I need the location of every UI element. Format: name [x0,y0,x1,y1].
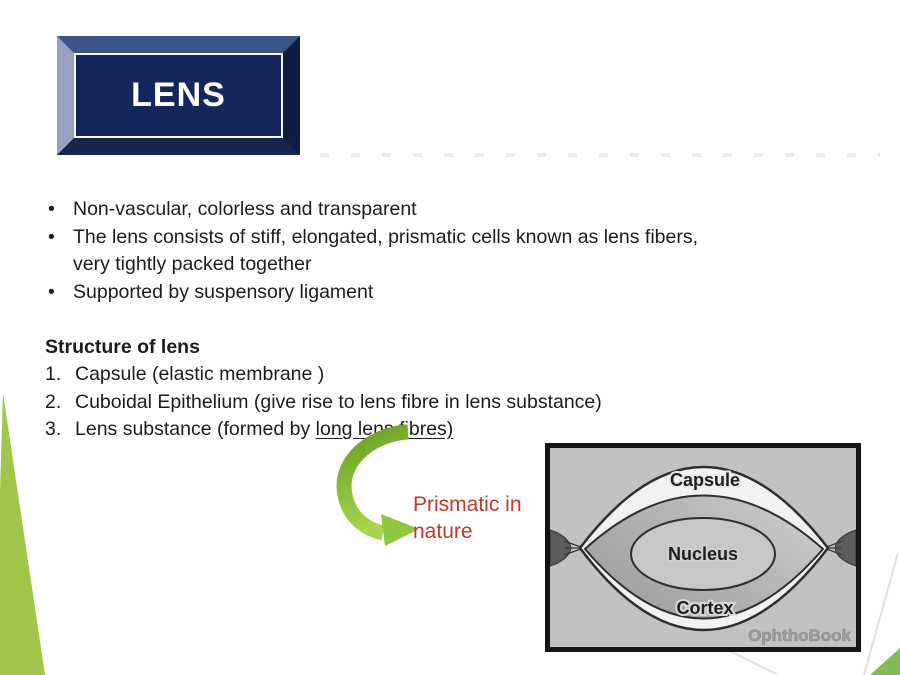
item-text: Capsule (elastic membrane ) [75,361,324,389]
bullet-marker: • [48,225,55,248]
numbered-item: 1. Capsule (elastic membrane ) [45,361,705,389]
bullet-item: • Non-vascular, colorless and transparen… [45,196,705,224]
blank-line [45,306,705,334]
title-box: LENS [57,36,300,155]
nucleus-label: Nucleus [668,544,738,564]
numbered-item: 3. Lens substance (formed by long lens f… [45,416,705,444]
bullet-text: Supported by suspensory ligament [73,280,374,303]
title-box-face: LENS [74,53,283,138]
item-text-underlined: long lens fibres) [315,418,454,440]
green-corner-triangle [870,648,900,675]
item-number: 1. [45,363,62,385]
callout-text: Prismatic in nature [413,493,522,543]
watermark-text: OphthoBook [748,626,851,645]
bullet-marker: • [48,280,55,303]
zonule-fibers-left [563,540,582,556]
bullet-text: The lens consists of stiff, elongated, p… [73,225,699,276]
item-text-plain: Capsule (elastic membrane ) [75,363,325,385]
slide-title: LENS [131,76,226,114]
green-wedge-shape [0,393,45,675]
item-text: Cuboidal Epithelium (give rise to lens f… [75,389,602,417]
capsule-label: Capsule [670,470,740,490]
bullet-item: • The lens consists of stiff, elongated,… [45,224,705,279]
lens-diagram-drawing: Capsule Nucleus Cortex OphthoBook [550,465,856,645]
item-text: Lens substance (formed by long lens fibr… [75,416,453,444]
body-text-block: • Non-vascular, colorless and transparen… [45,196,705,444]
item-text-plain: Lens substance (formed by [75,418,316,440]
item-text-plain: Cuboidal Epithelium (give rise to lens f… [75,390,602,413]
bullet-marker: • [48,198,55,220]
item-number: 2. [45,390,62,413]
faint-dashed-line [320,153,880,157]
bullet-item: • Supported by suspensory ligament [45,279,705,307]
numbered-item: 2. Cuboidal Epithelium (give rise to len… [45,389,705,417]
nucleus-shape [630,517,776,591]
cortex-label: Cortex [676,598,733,618]
structure-heading: Structure of lens [45,335,200,358]
lens-diagram-image: Capsule Nucleus Cortex OphthoBook [545,443,861,652]
bullet-text: Non-vascular, colorless and transparent [73,198,417,220]
item-number: 3. [45,418,62,440]
